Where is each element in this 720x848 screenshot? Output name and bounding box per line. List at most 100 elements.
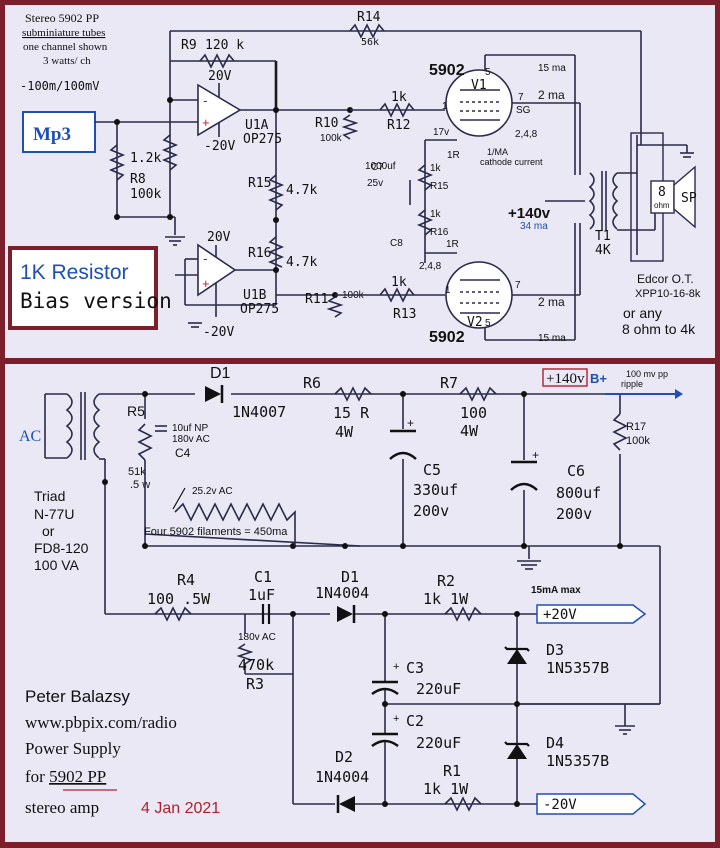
resistor-r11: [326, 296, 344, 318]
label-r9: R9: [181, 38, 197, 53]
label-r4: R4: [177, 571, 195, 589]
tube-wiring: [409, 54, 585, 341]
label-sp: SP: [681, 191, 697, 206]
label-c1-ac: 180v AC: [238, 632, 276, 643]
resistor-r16-cathode: [416, 209, 434, 236]
label-r16c-value: 1k: [430, 209, 442, 220]
label-t1-value: 4K: [595, 243, 611, 258]
label-r15-value: 4.7k: [286, 183, 317, 198]
u1b-part: OP275: [240, 302, 279, 317]
tube-v2-type: 5902: [429, 329, 465, 346]
input-wiring: [95, 30, 642, 306]
label-c7-voltage: 25v: [367, 178, 383, 189]
credit-for: for 5902 PP: [25, 767, 106, 786]
label-speaker-ohm: ohm: [654, 201, 670, 210]
credit-date: 4 Jan 2021: [141, 800, 220, 817]
v2-pin7: 7: [515, 280, 521, 291]
resistor-r15-cathode: [416, 164, 434, 191]
label-r12: R12: [387, 118, 410, 133]
resistor-1k2: [161, 134, 179, 171]
label-t1: T1: [595, 229, 611, 244]
label-c4-voltage: 180v AC: [172, 434, 210, 445]
label-r4-value: 100 .5W: [147, 590, 211, 608]
label-r17-value: 100k: [626, 435, 650, 447]
label-34ma: 34 ma: [520, 221, 548, 232]
u1a-minus: -: [203, 92, 208, 108]
label-r11: R11: [305, 292, 328, 307]
bplus-arrowhead: [675, 389, 683, 399]
label-d3: D3: [546, 641, 564, 659]
label-r7-value: 100: [460, 404, 487, 422]
label-r14: R14: [357, 10, 381, 25]
u1a-vminus: -20V: [204, 139, 235, 154]
label-r6-watts: 4W: [335, 423, 354, 441]
v1-pin248: 2,4,8: [515, 129, 538, 140]
label-d2: D2: [335, 748, 353, 766]
u1a-part: OP275: [243, 132, 282, 147]
label-plus20v: +20V: [543, 607, 577, 623]
u1a-vplus: 20V: [208, 69, 232, 84]
resistor-r15: [267, 174, 285, 211]
label-r6-value: 15 R: [333, 404, 370, 422]
label-17v: 17v: [433, 127, 449, 138]
label-filaments: Four 5902 filaments = 450ma: [144, 526, 288, 538]
label-2ma-bottom: 2 ma: [538, 295, 565, 309]
resistor-r13: [379, 287, 415, 303]
amplifier-schematic-panel: Stereo 5902 PP subminiature tubes one ch…: [5, 5, 715, 358]
label-1k2: 1.2k: [130, 151, 161, 166]
diode-d2: [339, 796, 355, 812]
bias-version-box: [8, 246, 158, 330]
label-r7: R7: [440, 374, 458, 392]
amplifier-schematic: Stereo 5902 PP subminiature tubes one ch…: [8, 10, 701, 346]
label-2ma-top: 2 ma: [538, 88, 565, 102]
resistor-r12: [379, 102, 415, 118]
label-r5-value: 51k: [128, 466, 146, 478]
psu-junction-dots: [102, 391, 623, 549]
resistor-r4: [154, 606, 192, 622]
c2-plus: +: [393, 713, 399, 725]
label-r2-value: 1k 1W: [423, 590, 469, 608]
label-r5: R5: [127, 403, 145, 419]
label-c6-value: 800uf: [556, 484, 601, 502]
u1a-plus: +: [202, 115, 210, 130]
v1-pin7: 7: [518, 92, 524, 103]
label-r3: R3: [246, 675, 264, 693]
label-r16c: R16: [430, 227, 449, 238]
output-transformer-t1: [588, 171, 619, 231]
label-d4: D4: [546, 734, 564, 752]
bias-box-line2: Bias version: [20, 289, 172, 313]
u1a-label: U1A: [245, 118, 269, 133]
label-c7-value: 1000uf: [365, 161, 396, 172]
label-c6: C6: [567, 462, 585, 480]
label-15ma-top: 15 ma: [538, 63, 566, 74]
label-c7: C7: [371, 162, 384, 173]
label-cathode-current: cathode current: [480, 157, 543, 167]
input-range: -100m/100mV: [20, 79, 99, 93]
credit-author: Peter Balazsy: [25, 687, 130, 706]
power-supply-panel: AC Triad N-77U or FD8-120 100 VA: [5, 364, 715, 842]
label-r1-value: 1k 1W: [423, 780, 469, 798]
label-d1: D1: [210, 365, 231, 382]
label-r7-watts: 4W: [460, 422, 479, 440]
header-line1: Stereo 5902 PP: [25, 11, 99, 25]
label-r15c: R15: [430, 181, 449, 192]
label-r8: R8: [130, 172, 146, 187]
bplus-box: [542, 368, 588, 387]
credit-website: www.pbpix.com/radio: [25, 713, 177, 732]
label-c4-value: 10uf NP: [172, 423, 208, 434]
credit-purpose: stereo amp: [25, 798, 99, 817]
ot-line1: Edcor O.T.: [637, 272, 694, 286]
speaker-icon: [673, 165, 696, 229]
label-r9-value: 120 k: [205, 38, 244, 53]
bias-box-line1: 1K Resistor: [20, 261, 129, 284]
u1b-label: U1B: [243, 288, 267, 303]
diode-d1-lv: [337, 606, 353, 622]
mp3-label: Mp3: [33, 124, 71, 145]
label-d1-lv-value: 1N4004: [315, 584, 369, 602]
label-r15: R15: [248, 176, 271, 191]
label-c5-value: 330uf: [413, 481, 458, 499]
transformer-line2: N-77U: [34, 506, 74, 522]
resistor-r10: [341, 114, 359, 140]
opamp-u1a: [197, 83, 242, 137]
resistor-r17: [612, 413, 628, 451]
